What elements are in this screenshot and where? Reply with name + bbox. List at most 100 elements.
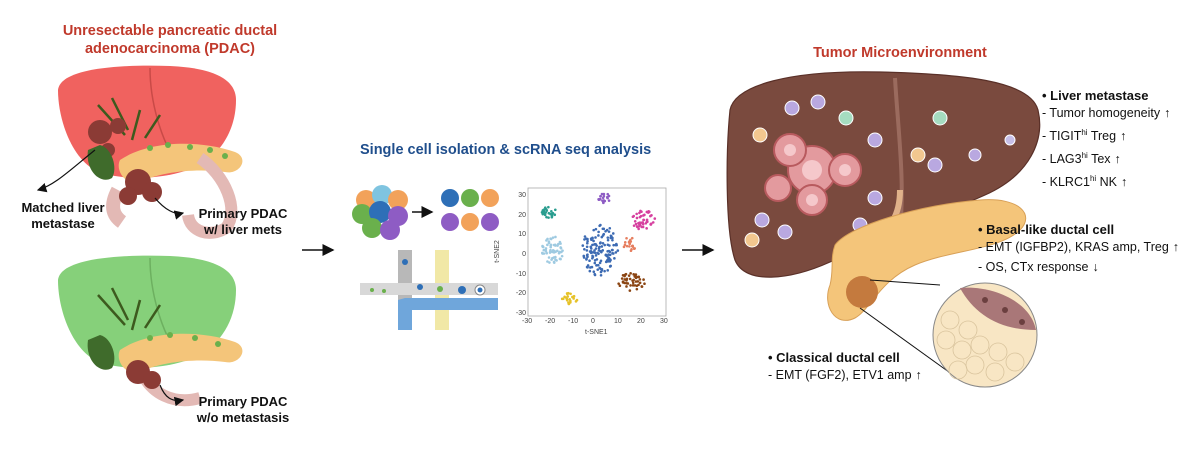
tsne-point bbox=[593, 273, 597, 277]
tsne-point bbox=[638, 211, 641, 215]
tsne-point bbox=[603, 243, 607, 247]
liver-without-mets-illustration bbox=[58, 255, 243, 407]
tsne-point bbox=[599, 241, 602, 244]
tsne-point bbox=[599, 273, 603, 277]
liver-annotation: • Liver metastase - Tumor homogeneity↑- … bbox=[1042, 88, 1197, 192]
tsne-point bbox=[636, 280, 640, 283]
tsne-point bbox=[608, 244, 611, 247]
tsne-point bbox=[638, 278, 642, 281]
liver-item: - TIGIThi Treg↑ bbox=[1042, 123, 1197, 146]
up-arrow-icon: ↑ bbox=[915, 368, 922, 382]
tsne-point bbox=[569, 292, 572, 296]
tsne-point bbox=[638, 281, 642, 285]
tsne-x-tick: 20 bbox=[637, 318, 645, 325]
tsne-point bbox=[630, 236, 634, 240]
tsne-point bbox=[583, 247, 586, 251]
tsne-point bbox=[540, 251, 544, 255]
tsne-point bbox=[606, 238, 610, 242]
tsne-point bbox=[598, 245, 601, 249]
tsne-point bbox=[609, 234, 613, 238]
tsne-point bbox=[547, 205, 550, 209]
tsne-point bbox=[550, 209, 553, 213]
liver-item: - KLRC1hi NK↑ bbox=[1042, 169, 1197, 192]
down-arrow-icon: ↓ bbox=[1092, 260, 1099, 274]
tsne-point bbox=[586, 239, 589, 243]
primary-nomets-line1: Primary PDAC bbox=[198, 394, 288, 409]
basal-head-text: Basal-like ductal cell bbox=[986, 222, 1115, 237]
tsne-point bbox=[612, 243, 615, 247]
tsne-point bbox=[601, 249, 605, 252]
tsne-point bbox=[602, 201, 605, 205]
tsne-point bbox=[595, 264, 598, 267]
tsne-point bbox=[585, 241, 589, 245]
tsne-point bbox=[589, 247, 593, 250]
tsne-point bbox=[631, 279, 634, 282]
tsne-point bbox=[634, 280, 638, 283]
tsne-point bbox=[622, 245, 626, 249]
tsne-x-tick: 30 bbox=[660, 318, 668, 325]
tsne-point bbox=[585, 245, 589, 249]
tsne-point bbox=[592, 239, 595, 243]
tsne-point bbox=[636, 275, 640, 279]
tsne-point bbox=[550, 215, 554, 218]
tsne-y-tick: -10 bbox=[515, 270, 526, 278]
tsne-point bbox=[592, 270, 596, 274]
tsne-point bbox=[604, 253, 608, 257]
tsne-point bbox=[629, 249, 633, 253]
tsne-point bbox=[637, 227, 640, 231]
tsne-y-tick: 30 bbox=[518, 192, 526, 199]
tsne-x-tick: -20 bbox=[545, 318, 556, 325]
tsne-point bbox=[629, 284, 632, 287]
classical-annotation-head: • Classical ductal cell bbox=[768, 350, 900, 365]
tsne-point bbox=[634, 222, 638, 226]
tsne-point bbox=[569, 299, 572, 303]
tsne-point bbox=[600, 268, 604, 271]
tsne-point bbox=[559, 257, 562, 261]
tsne-y-tick: 20 bbox=[518, 211, 526, 219]
tsne-point bbox=[635, 212, 638, 216]
tsne-point bbox=[608, 226, 612, 230]
primary-without-mets-label: Primary PDAC w/o metastasis bbox=[188, 394, 298, 426]
tsne-point bbox=[586, 255, 589, 259]
tsne-point bbox=[645, 227, 648, 230]
tsne-point bbox=[624, 272, 628, 276]
tsne-point bbox=[548, 250, 552, 253]
microfluidic-chip bbox=[360, 250, 498, 330]
tsne-point bbox=[564, 296, 568, 299]
tsne-point bbox=[603, 199, 607, 203]
liver-item-sup: hi bbox=[1081, 151, 1088, 161]
liver-item-text: - LAG3 bbox=[1042, 152, 1082, 167]
liver-item-suffix: Treg bbox=[1087, 129, 1117, 144]
tsne-point bbox=[630, 244, 634, 248]
tsne-point bbox=[640, 210, 643, 213]
tsne-point bbox=[633, 219, 637, 223]
tsne-point bbox=[551, 236, 555, 239]
tsne-point bbox=[551, 211, 555, 215]
tsne-point bbox=[607, 253, 610, 256]
left-title-line2: adenocarcinoma (PDAC) bbox=[84, 41, 255, 57]
tsne-point bbox=[557, 242, 560, 246]
tsne-point bbox=[593, 251, 597, 255]
tsne-point bbox=[554, 250, 557, 254]
tsne-point bbox=[623, 241, 627, 244]
tsne-point bbox=[574, 300, 578, 303]
tsne-point bbox=[643, 282, 646, 286]
metastasis-nodule bbox=[88, 120, 112, 144]
tsne-point bbox=[559, 246, 562, 249]
tsne-point bbox=[618, 284, 622, 288]
tsne-x-tick: 0 bbox=[591, 318, 595, 325]
tsne-point bbox=[554, 235, 557, 239]
tsne-point bbox=[543, 206, 547, 209]
tsne-point bbox=[623, 274, 626, 278]
tsne-point bbox=[546, 260, 549, 263]
tsne-point bbox=[640, 285, 644, 288]
tsne-point bbox=[647, 210, 651, 214]
tsne-point bbox=[634, 275, 638, 279]
tsne-point bbox=[649, 223, 653, 226]
tsne-point bbox=[591, 236, 594, 240]
matched-line2: metastase bbox=[31, 216, 95, 231]
liver-annotation-head: • Liver metastase bbox=[1042, 88, 1149, 103]
tsne-point bbox=[625, 281, 628, 285]
tsne-point bbox=[596, 251, 599, 255]
tsne-point bbox=[629, 238, 632, 242]
